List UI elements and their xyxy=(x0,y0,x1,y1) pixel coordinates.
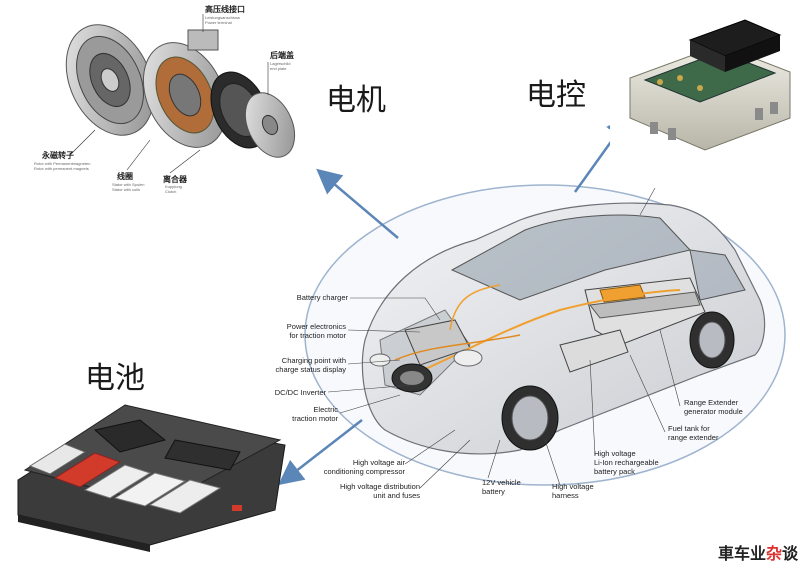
arrow-to-battery xyxy=(278,419,363,486)
motor-part-clutch-sub: Kupplung Clutch xyxy=(165,184,182,194)
motor-part-connector-sub: Leistungsanschluss Power terminal xyxy=(205,15,240,25)
callout-liion-battery-pack: High voltage Li-Ion rechargeable battery… xyxy=(594,449,659,476)
callout-lines xyxy=(327,187,681,489)
watermark-part-c: 杂 xyxy=(766,544,783,563)
callout-battery-charger: Battery charger xyxy=(296,293,348,302)
motor-part-clutch: 离合器 xyxy=(163,175,187,184)
motor-part-connector: 高压线接口 xyxy=(205,5,245,14)
car-illustration xyxy=(361,202,766,455)
callout-range-extender: Range Extender generator module xyxy=(684,398,743,416)
watermark-logo: 車车业杂谈 xyxy=(718,540,798,564)
label-controller: 电控 xyxy=(526,78,586,113)
controller-illustration xyxy=(610,0,800,165)
callout-hv-harness: High voltage harness xyxy=(552,482,594,500)
callout-fuel-tank: Fuel tank for range extender xyxy=(668,424,719,442)
callout-distribution-unit: High voltage distribution unit and fuses xyxy=(339,482,420,500)
callout-dcdc-inverter: DC/DC Inverter xyxy=(274,388,326,397)
motor-part-stator: 线圈 xyxy=(117,172,133,181)
watermark-part-a: 車 xyxy=(718,544,735,563)
battery-illustration xyxy=(17,404,286,552)
label-battery: 电池 xyxy=(85,361,145,396)
watermark-part-d: 谈 xyxy=(782,544,799,563)
callout-12v-battery: 12V vehicle battery xyxy=(482,478,521,496)
arrow-to-motor xyxy=(316,168,399,239)
label-motor: 电机 xyxy=(326,83,386,118)
motor-part-rotor: 永磁转子 xyxy=(42,151,74,160)
callout-power-electronics: Power electronics for traction motor xyxy=(286,322,346,340)
motor-illustration xyxy=(0,0,300,195)
motor-part-cover: 后端盖 xyxy=(270,51,294,60)
motor-part-cover-sub: Lagerschild end plate xyxy=(270,61,291,71)
motor-part-stator-sub: Stator with Spulen Stator with coils xyxy=(112,182,145,192)
watermark-part-b: 车业 xyxy=(734,544,767,563)
callout-traction-motor: Electric traction motor xyxy=(292,405,338,423)
callout-ac-compressor: High voltage air conditioning compressor xyxy=(323,458,405,476)
motor-part-rotor-sub: Rotor with Permanentmagneten Rotor with … xyxy=(34,161,91,171)
callout-charging-point: Charging point with charge status displa… xyxy=(275,356,346,374)
